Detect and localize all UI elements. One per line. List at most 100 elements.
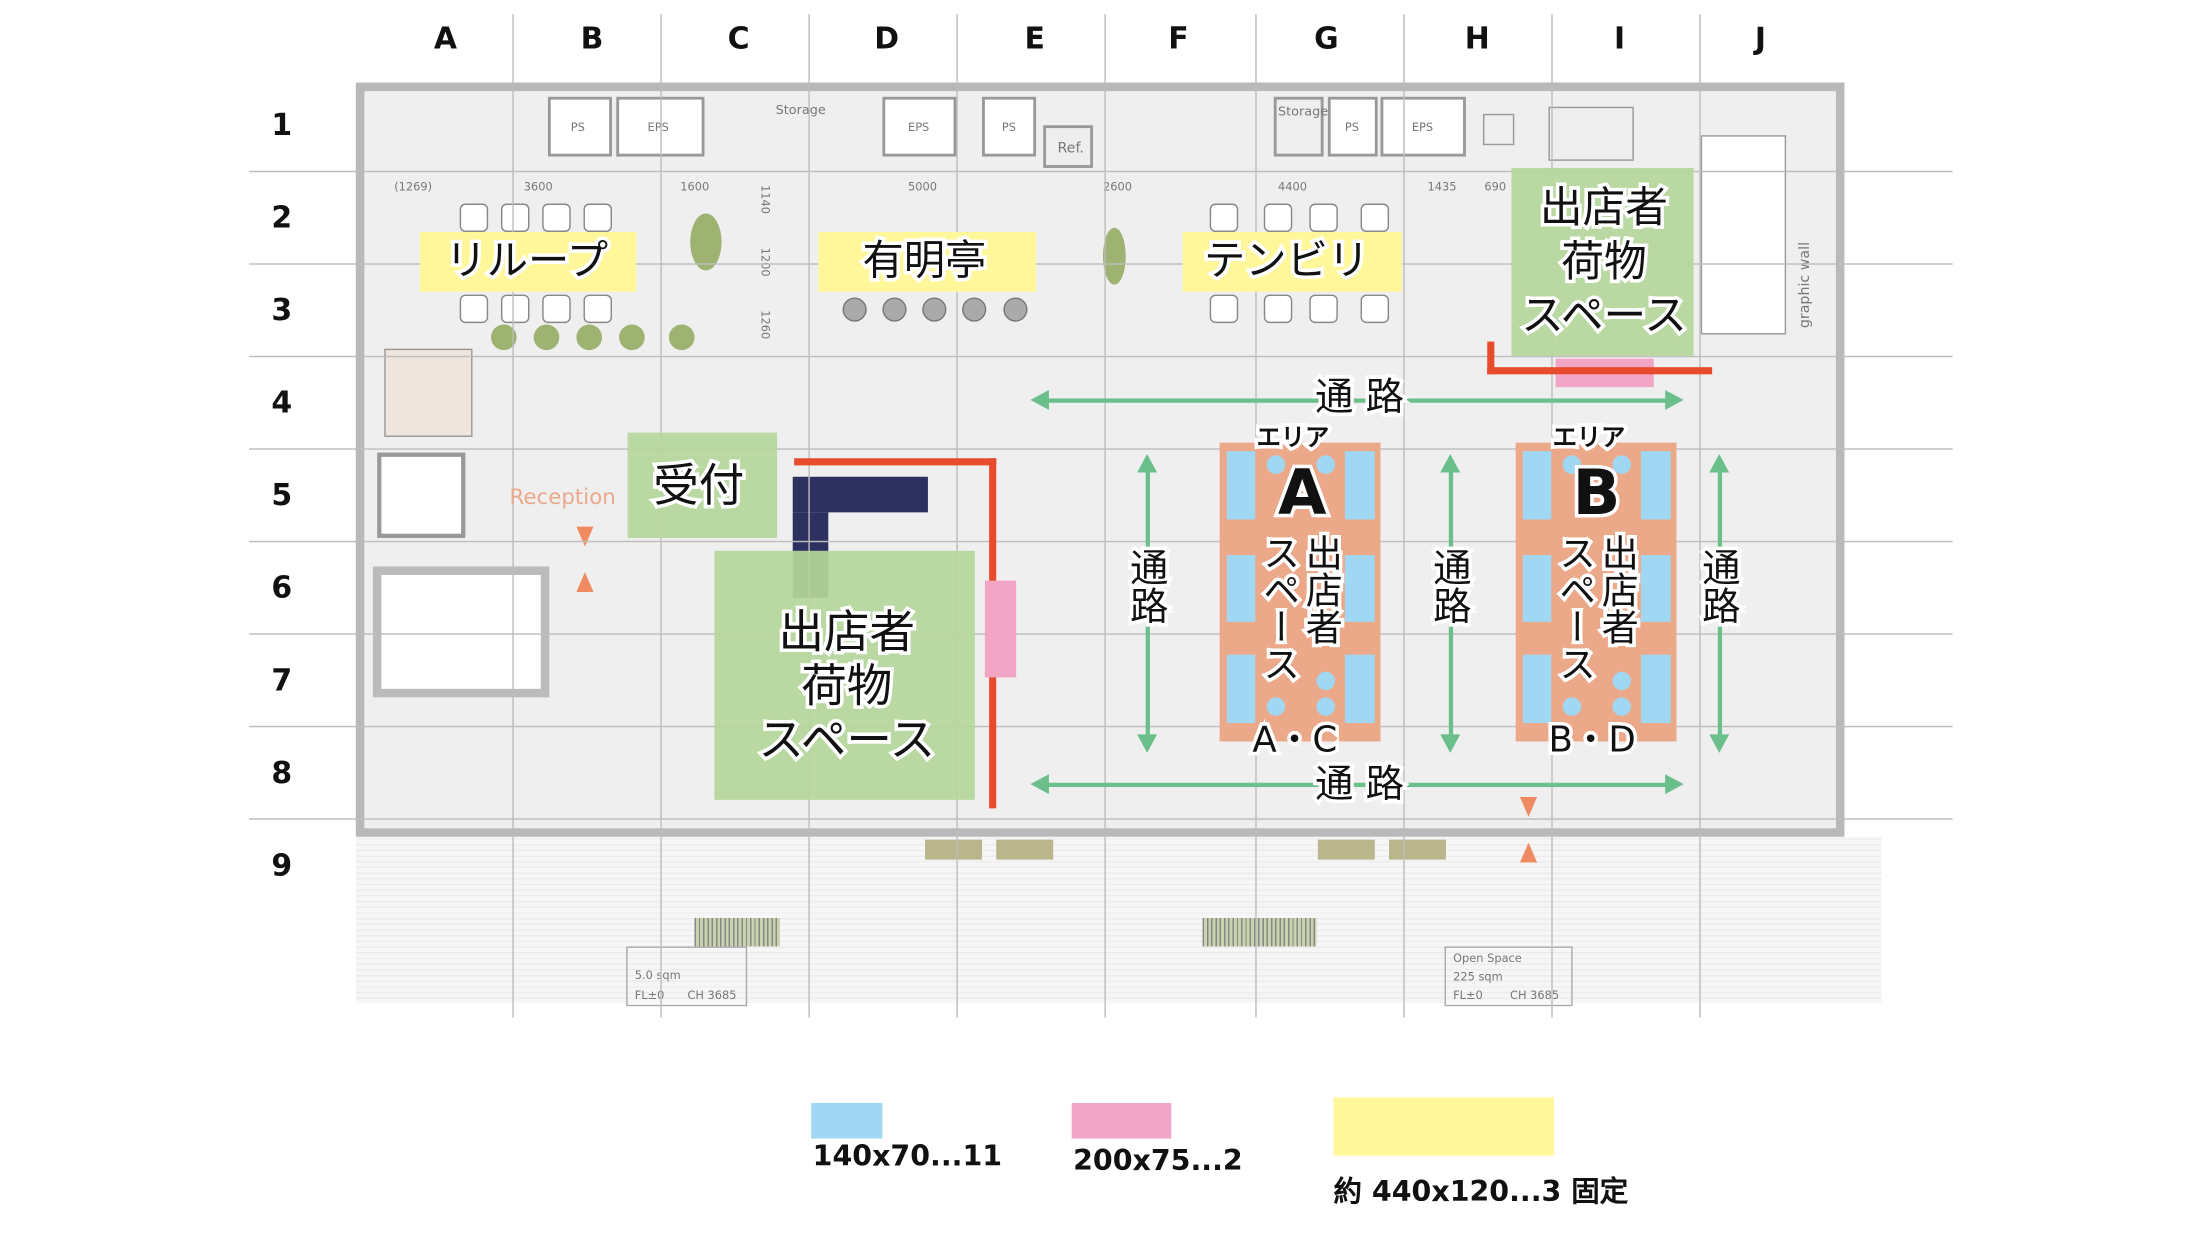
row-label: 6 (271, 570, 293, 605)
planter (694, 917, 780, 947)
entrance-marker-icon (1519, 796, 1538, 817)
storage-label-line: 荷物 (1558, 234, 1651, 291)
shop-table-ariakeitei (818, 231, 1037, 292)
graphic-wall-label: graphic wall (1797, 241, 1814, 329)
entrance-marker-icon (576, 572, 594, 593)
booth-table (1344, 451, 1375, 520)
chair-icon (1263, 294, 1293, 324)
dimension-label: 1260 (758, 310, 772, 340)
arrow-up-icon (1709, 454, 1730, 473)
column-label: A (433, 21, 458, 56)
row-label: 2 (271, 200, 293, 235)
column-label: H (1464, 21, 1490, 56)
bench (925, 839, 983, 860)
chair-icon (500, 203, 530, 232)
arrow-down-icon (1709, 734, 1730, 753)
aisle-label-bottom: 通 路 (1312, 762, 1408, 808)
room-area-text: 5.0 sqm (634, 969, 681, 983)
vendor-storage-zone-top (1511, 167, 1694, 356)
printer-box (1548, 106, 1634, 161)
shop-table-tenbiri (1182, 231, 1402, 292)
planter (1202, 917, 1317, 947)
grid-line (249, 818, 1953, 820)
vendor-storage-label-left: 出店者 荷物 スペース (726, 601, 968, 770)
plant-icon (491, 324, 517, 351)
booth-table (1522, 654, 1552, 723)
row-label: 3 (271, 293, 293, 328)
chair-icon (583, 203, 612, 232)
ps-room-2: PS (982, 96, 1037, 157)
booth-table (1344, 654, 1375, 723)
chair-icon (1309, 203, 1338, 232)
storage-label-line: 荷物 (798, 655, 896, 716)
entrance-marker-icon (576, 526, 594, 547)
grid-line (1403, 14, 1405, 1018)
chair-icon (1209, 294, 1239, 324)
stool-icon (922, 297, 947, 322)
storage-room: Storage (1273, 96, 1328, 157)
legend-label-yellow: 約 440x120...3 固定 (1333, 1174, 1629, 1209)
dimension-label: 1600 (680, 180, 710, 194)
dimension-label: 5000 (908, 180, 937, 194)
elevator-room (372, 566, 550, 698)
storage-label-line: 出店者 (775, 601, 919, 662)
long-table-pink (984, 580, 1017, 678)
arrow-down-icon (1440, 734, 1461, 753)
column-label: G (1314, 21, 1339, 56)
plant-icon (576, 324, 603, 351)
ps-label: PS (570, 120, 585, 134)
arrow-left-icon (1030, 774, 1049, 795)
chair-icon (459, 203, 489, 232)
eps-room-3: EPS (1380, 96, 1466, 157)
column-label: D (874, 21, 900, 56)
grid-line (249, 725, 1953, 728)
reception-zone (627, 432, 778, 538)
stool-icon (842, 297, 867, 322)
booth-table (1226, 555, 1256, 622)
ps-room-3: PS (1327, 96, 1378, 157)
grid-line (249, 355, 1953, 358)
eps-room-2: EPS (882, 96, 957, 157)
chair-dot (1316, 671, 1335, 691)
ch-text: CH 3685 (687, 989, 737, 1002)
equipment (1482, 113, 1515, 146)
chair-dot (1316, 455, 1335, 474)
area-b-letter: B (1569, 456, 1624, 530)
stool-icon (962, 297, 987, 322)
chair-dot (1612, 697, 1631, 716)
row-label: 7 (271, 663, 293, 698)
stool-icon (1003, 297, 1028, 322)
fl-text: FL±0 (634, 989, 665, 1002)
bench (1317, 839, 1375, 860)
arrow-left-icon (1030, 389, 1049, 410)
arrow-down-icon (1137, 734, 1158, 753)
grid-line (512, 14, 514, 1018)
area-a-prefix: エリア (1253, 423, 1333, 454)
grid-line (249, 448, 1953, 450)
exterior-terrace (355, 836, 1882, 1004)
vendor-storage-zone-left (714, 550, 975, 800)
dimension-label: (1269) (394, 180, 433, 194)
reception-label: 受付 (650, 458, 748, 513)
storage-label: Storage (1278, 105, 1329, 120)
booth-table (1640, 555, 1671, 622)
storage-label: Storage (775, 103, 826, 119)
booth-table (1226, 654, 1256, 723)
storage-label-line: スペース (1518, 288, 1691, 345)
arrow-right-icon (1665, 389, 1684, 410)
shop-label-ariakeitei: 有明亭 (859, 236, 990, 285)
chair-dot (1612, 671, 1631, 691)
plant-icon (1102, 227, 1126, 285)
open-space-area-text: 225 sqm (1453, 970, 1503, 984)
shop-label-tenbiri: テンビリ (1200, 236, 1372, 285)
booth-table (1522, 451, 1552, 520)
area-b-label-2: スペース (1549, 530, 1599, 685)
dimension-label: 1200 (758, 247, 772, 277)
dimension-label: 690 (1484, 180, 1507, 194)
chair-icon (459, 294, 489, 324)
grid-line (249, 633, 1953, 635)
plant-icon (619, 324, 645, 351)
plant-icon (690, 213, 722, 271)
bench (996, 839, 1054, 860)
row-label: 8 (271, 755, 293, 790)
